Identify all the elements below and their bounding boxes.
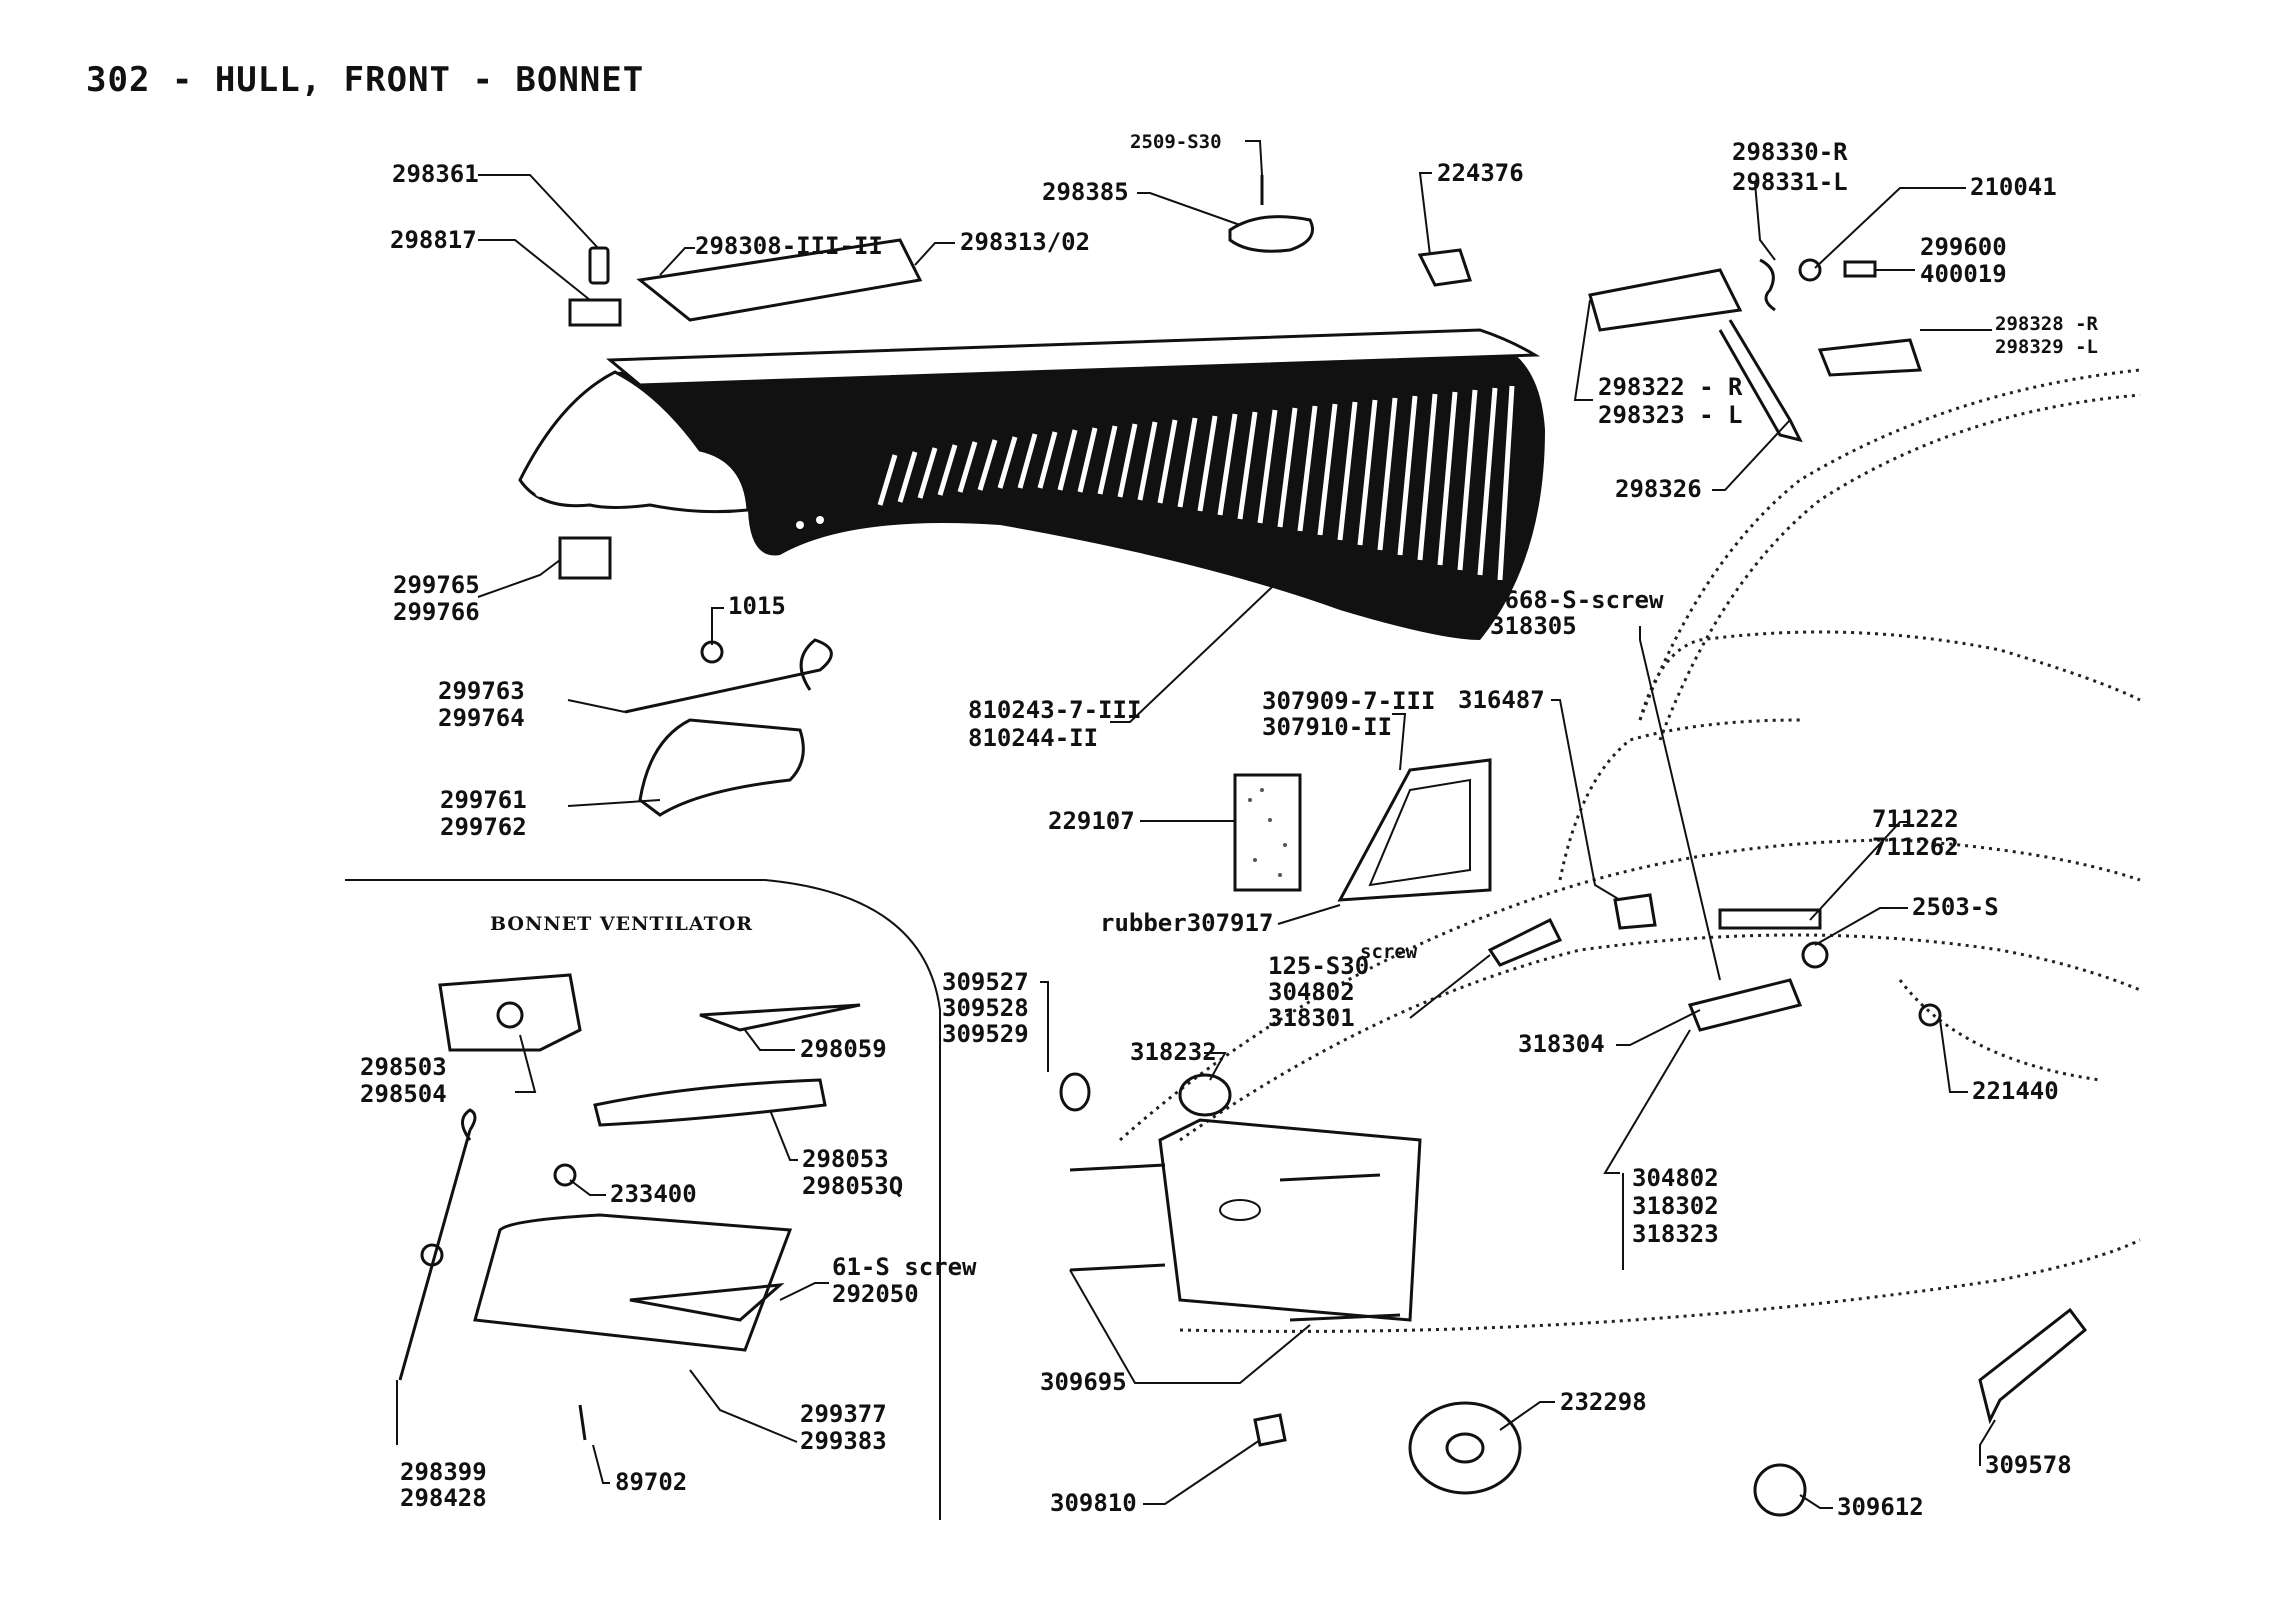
label-299377: 299377 xyxy=(800,1400,887,1428)
label-229107: 229107 xyxy=(1048,807,1135,835)
label-318304: 318304 xyxy=(1518,1030,1605,1058)
label-307910: 307910-II xyxy=(1262,713,1392,741)
label-298331: 298331-L xyxy=(1732,168,1848,196)
label-298330: 298330-R xyxy=(1732,138,1848,166)
label-298503: 298503 xyxy=(360,1053,447,1081)
label-299600: 299600 xyxy=(1920,233,2007,261)
label-224376: 224376 xyxy=(1437,159,1524,187)
label-318302: 318302 xyxy=(1632,1192,1719,1220)
label-298399: 298399 xyxy=(400,1458,487,1486)
label-318232: 318232 xyxy=(1130,1038,1217,1066)
label-307917: rubber307917 xyxy=(1100,909,1273,937)
label-298313: 298313/02 xyxy=(960,228,1090,256)
label-309578: 309578 xyxy=(1985,1451,2072,1479)
label-221440: 221440 xyxy=(1972,1077,2059,1105)
label-309612: 309612 xyxy=(1837,1493,1924,1521)
label-810244: 810244-II xyxy=(968,724,1098,752)
label-298059: 298059 xyxy=(800,1035,887,1063)
label-309527: 309527 xyxy=(942,968,1029,996)
label-2509-s30: 2509-S30 xyxy=(1130,131,1222,153)
label-309529: 309529 xyxy=(942,1020,1029,1048)
label-233400: 233400 xyxy=(610,1180,697,1208)
label-292050: 292050 xyxy=(832,1280,919,1308)
label-298817: 298817 xyxy=(390,226,477,254)
label-318301: 318301 xyxy=(1268,1004,1355,1032)
label-1015: 1015 xyxy=(728,592,786,620)
label-299764: 299764 xyxy=(438,704,525,732)
bonnet-hood-drawing xyxy=(518,328,1545,640)
label-711262: 711262 xyxy=(1872,833,1959,861)
label-125-s30: 125-S30 xyxy=(1268,952,1369,980)
label-304802-a: 304802 xyxy=(1268,978,1355,1006)
label-2668-screw: 2668-S-screw xyxy=(1490,586,1664,614)
label-89702: 89702 xyxy=(615,1468,687,1496)
inset-title: BONNET VENTILATOR xyxy=(490,913,753,935)
label-810243: 810243-7-III xyxy=(968,696,1141,724)
label-299763: 299763 xyxy=(438,677,525,705)
label-2503-s: 2503-S xyxy=(1912,893,1999,921)
label-298053: 298053 xyxy=(802,1145,889,1173)
page-title: 302 - HULL, FRONT - BONNET xyxy=(86,60,645,100)
label-298323: 298323 - L xyxy=(1598,401,1743,429)
label-298428: 298428 xyxy=(400,1484,487,1512)
label-299761: 299761 xyxy=(440,786,527,814)
front-frame-drawing xyxy=(1069,1118,1422,1322)
vehicle-body-outline xyxy=(1119,368,2141,1333)
label-298504: 298504 xyxy=(360,1080,447,1108)
label-299383: 299383 xyxy=(800,1427,887,1455)
label-298361: 298361 xyxy=(392,160,479,188)
label-299766: 299766 xyxy=(393,598,480,626)
label-318305: 318305 xyxy=(1490,612,1577,640)
label-298326: 298326 xyxy=(1615,475,1702,503)
label-298053q: 298053Q xyxy=(802,1172,903,1200)
label-298308: 298308-III-II xyxy=(695,232,883,260)
label-61-s-screw: 61-S screw xyxy=(832,1253,977,1281)
label-309695: 309695 xyxy=(1040,1368,1127,1396)
label-711222: 711222 xyxy=(1872,805,1959,833)
label-298328: 298328 -R xyxy=(1995,313,2099,335)
label-298322: 298322 - R xyxy=(1598,373,1743,401)
label-299765: 299765 xyxy=(393,571,480,599)
label-298329: 298329 -L xyxy=(1995,336,2098,358)
ventilator-parts-drawings xyxy=(398,973,861,1441)
label-307909: 307909-7-III xyxy=(1262,687,1435,715)
label-210041: 210041 xyxy=(1970,173,2057,201)
label-309810: 309810 xyxy=(1050,1489,1137,1517)
small-parts-drawings xyxy=(558,175,2088,1517)
label-309528: 309528 xyxy=(942,994,1029,1022)
leader-lines xyxy=(396,140,1996,1509)
label-400019: 400019 xyxy=(1920,260,2007,288)
label-299762: 299762 xyxy=(440,813,527,841)
label-232298: 232298 xyxy=(1560,1388,1647,1416)
label-304802-b: 304802 xyxy=(1632,1164,1719,1192)
label-298385: 298385 xyxy=(1042,178,1129,206)
label-318323: 318323 xyxy=(1632,1220,1719,1248)
label-316487: 316487 xyxy=(1458,686,1545,714)
inset-divider xyxy=(345,879,941,1520)
label-125-screw: screw xyxy=(1360,941,1418,963)
